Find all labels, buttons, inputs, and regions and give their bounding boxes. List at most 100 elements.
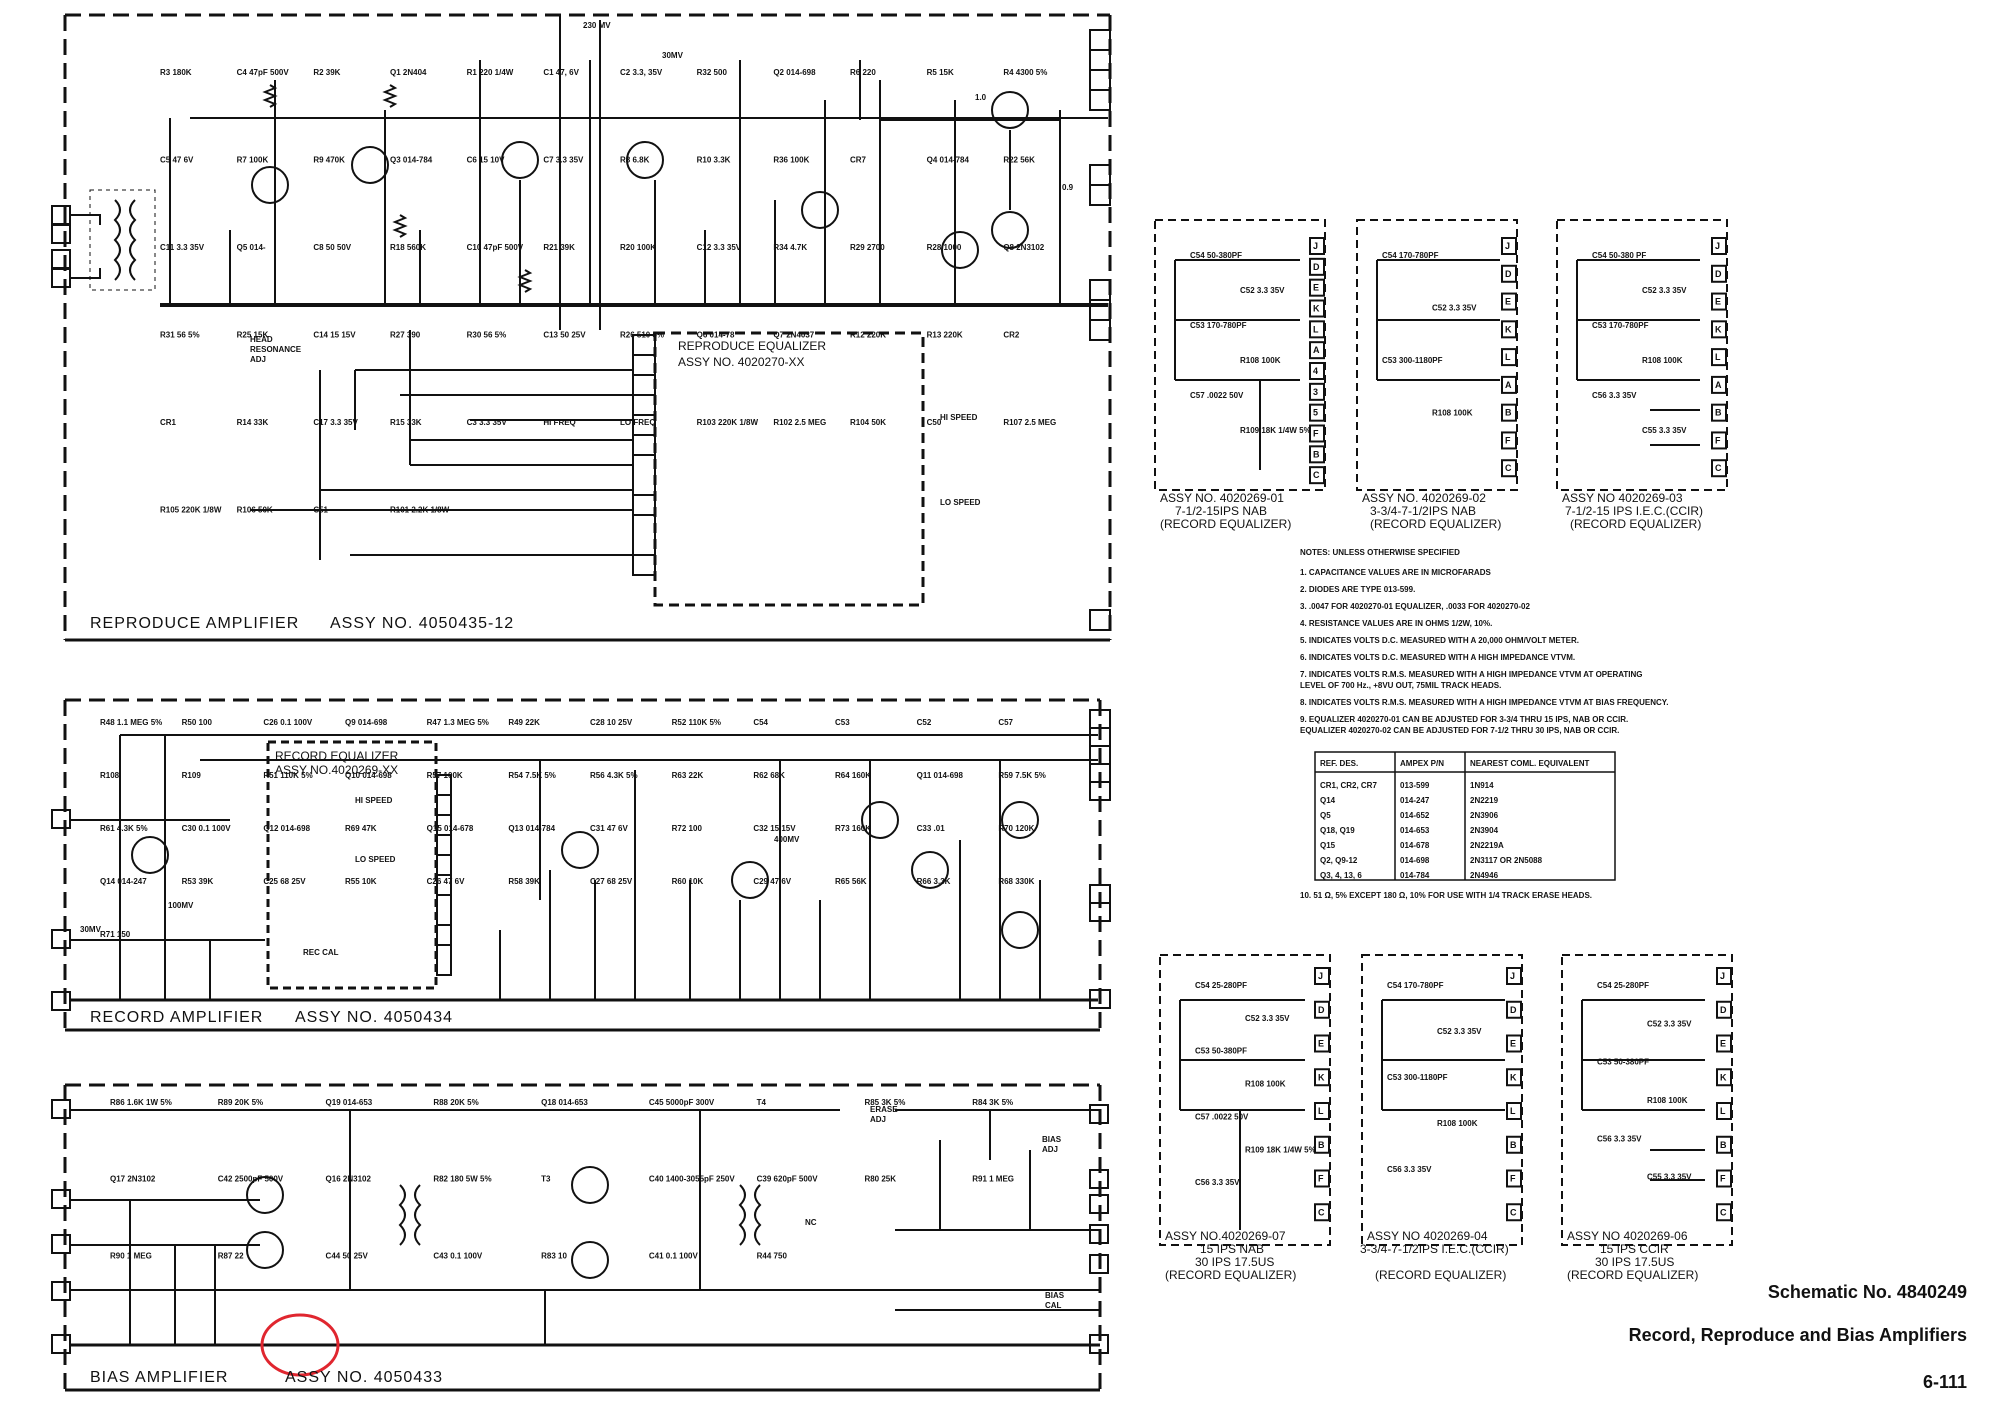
- part-label: C53 300-1180PF: [1382, 356, 1443, 365]
- part-label: R1 220 1/4W: [467, 68, 514, 77]
- pin-box: [1716, 967, 1732, 985]
- pin-label: J: [1505, 241, 1510, 251]
- part-label: R48 1.1 MEG 5%: [100, 718, 162, 727]
- pin-label: C: [1505, 463, 1512, 473]
- part-label: R72 100: [672, 824, 703, 833]
- pin-box: [1309, 320, 1325, 339]
- record-hi-speed: HI SPEED: [355, 796, 393, 805]
- note-10: 10. 51 Ω, 5% EXCEPT 180 Ω, 10% FOR USE W…: [1300, 891, 1592, 900]
- bias-adj-2: ADJ: [1042, 1145, 1058, 1154]
- table-cell: 2N2219: [1470, 796, 1499, 805]
- pin-box: [1314, 967, 1330, 985]
- schematic-title: Record, Reproduce and Bias Amplifiers: [1628, 1325, 1967, 1345]
- part-label: R32 500: [697, 68, 728, 77]
- bias-title: BIAS AMPLIFIER: [90, 1369, 228, 1386]
- pin-label: A: [1313, 345, 1320, 355]
- part-label: R10 3.3K: [697, 156, 731, 165]
- reproduce-eq-assy: ASSY NO. 4020270-XX: [678, 355, 805, 369]
- part-label: R66 3.3K: [917, 877, 951, 886]
- part-label: R108 100K: [1432, 409, 1473, 418]
- part-label: R44 750: [757, 1251, 788, 1260]
- part-label: C53 300-1180PF: [1387, 1073, 1448, 1082]
- table-cell: CR1, CR2, CR7: [1320, 781, 1377, 790]
- bias-frame: [63, 1083, 1102, 1390]
- part-label: C10 47pF 500V: [467, 243, 524, 252]
- part-label: R61 4.3K 5%: [100, 824, 148, 833]
- part-label: R53 39K: [182, 877, 214, 886]
- part-label: R18 560K: [390, 243, 426, 252]
- boxed-0.9v: 0.9: [1062, 183, 1074, 192]
- pin-label: K: [1715, 324, 1722, 334]
- pin-box: [1506, 1135, 1522, 1154]
- note-8: 8. INDICATES VOLTS R.M.S. MEASURED WITH …: [1300, 698, 1668, 707]
- part-label: Q1 2N404: [390, 68, 427, 77]
- eq01-desc: 7-1/2-15IPS NAB: [1175, 504, 1267, 518]
- part-label: C50: [927, 418, 942, 427]
- pin-box: [1716, 1169, 1732, 1188]
- part-label: C30 0.1 100V: [182, 824, 232, 833]
- note-2: 2. DIODES ARE TYPE 013-599.: [1300, 585, 1415, 594]
- pin-label: F: [1505, 435, 1511, 445]
- pin-box: [1716, 1102, 1732, 1120]
- part-label: T4: [757, 1098, 767, 1107]
- eq07-sub: (RECORD EQUALIZER): [1165, 1268, 1296, 1282]
- part-label: C12 3.3 35V: [697, 243, 742, 252]
- pin-label: E: [1715, 297, 1721, 307]
- eq06-assy: ASSY NO 4020269-06: [1567, 1229, 1688, 1243]
- part-label: C26 47 6V: [427, 877, 465, 886]
- part-label: C17 3.3 35V: [313, 418, 358, 427]
- part-label: R65 56K: [835, 877, 867, 886]
- schematic-number: Schematic No. 4840249: [1767, 1282, 1967, 1302]
- part-label: R13 220K: [927, 331, 963, 340]
- part-label: R109 18K 1/4W 5%: [1240, 426, 1311, 435]
- pin-box: [1501, 320, 1517, 339]
- pin-label: B: [1318, 1140, 1325, 1150]
- part-label: R47 1.3 MEG 5%: [427, 718, 489, 727]
- part-label: R62 68K: [753, 771, 785, 780]
- part-label: C5 47 6V: [160, 156, 194, 165]
- part-label: Q17 2N3102: [110, 1175, 156, 1184]
- part-label: R60 10K: [672, 877, 704, 886]
- part-label: HI FREQ: [543, 418, 575, 427]
- part-label: CR1: [160, 418, 177, 427]
- pin-label: K: [1720, 1072, 1727, 1082]
- table-cell: 2N3904: [1470, 826, 1499, 835]
- eq04-assy: ASSY NO 4020269-04: [1367, 1229, 1488, 1243]
- table-cell: Q15: [1320, 841, 1336, 850]
- pin-box: [1309, 424, 1325, 443]
- pin-box: [1506, 1203, 1522, 1222]
- pin-box: [1506, 967, 1522, 985]
- pin-box: [1314, 1034, 1330, 1053]
- part-label: CR7: [850, 156, 867, 165]
- part-label: R63 22K: [672, 771, 704, 780]
- table-cell: 013-599: [1400, 781, 1430, 790]
- part-label: Q12 014-698: [263, 824, 310, 833]
- pin-label: J: [1715, 241, 1720, 251]
- pin-label: F: [1318, 1174, 1324, 1184]
- eq03-assy: ASSY NO 4020269-03: [1562, 491, 1683, 505]
- pin-box: [1716, 1203, 1732, 1222]
- table-cell: 2N4946: [1470, 871, 1499, 880]
- table-cell: Q3, 4, 13, 6: [1320, 871, 1362, 880]
- part-label: C54 50-380 PF: [1592, 251, 1646, 260]
- note-3: 3. .0047 FOR 4020270-01 EQUALIZER, .0033…: [1300, 602, 1530, 611]
- part-label: C53 170-780PF: [1592, 321, 1649, 330]
- note-9: 9. EQUALIZER 4020270-01 CAN BE ADJUSTED …: [1300, 715, 1628, 724]
- part-label: C52 3.3 35V: [1432, 304, 1477, 313]
- part-label: R9 470K: [313, 156, 345, 165]
- part-label: C26 0.1 100V: [263, 718, 313, 727]
- pin-label: B: [1510, 1140, 1517, 1150]
- pin-label: B: [1505, 408, 1512, 418]
- note-7b: LEVEL OF 700 Hz., +8VU OUT, 75MIL TRACK …: [1300, 681, 1501, 690]
- bias-adj-1: BIAS: [1042, 1135, 1062, 1144]
- part-label: C45 5000pF 300V: [649, 1098, 715, 1107]
- equivalents-table: [1314, 751, 1616, 881]
- table-cell: 2N3906: [1470, 811, 1499, 820]
- pin-box: [1501, 431, 1517, 450]
- pin-box: [1716, 1068, 1732, 1087]
- part-label: R26 510 5%: [620, 331, 664, 340]
- part-label: R91 1 MEG: [972, 1175, 1014, 1184]
- boxed-1v: 1.0: [975, 93, 987, 102]
- pin-box: [1501, 375, 1517, 394]
- part-label: C57: [998, 718, 1013, 727]
